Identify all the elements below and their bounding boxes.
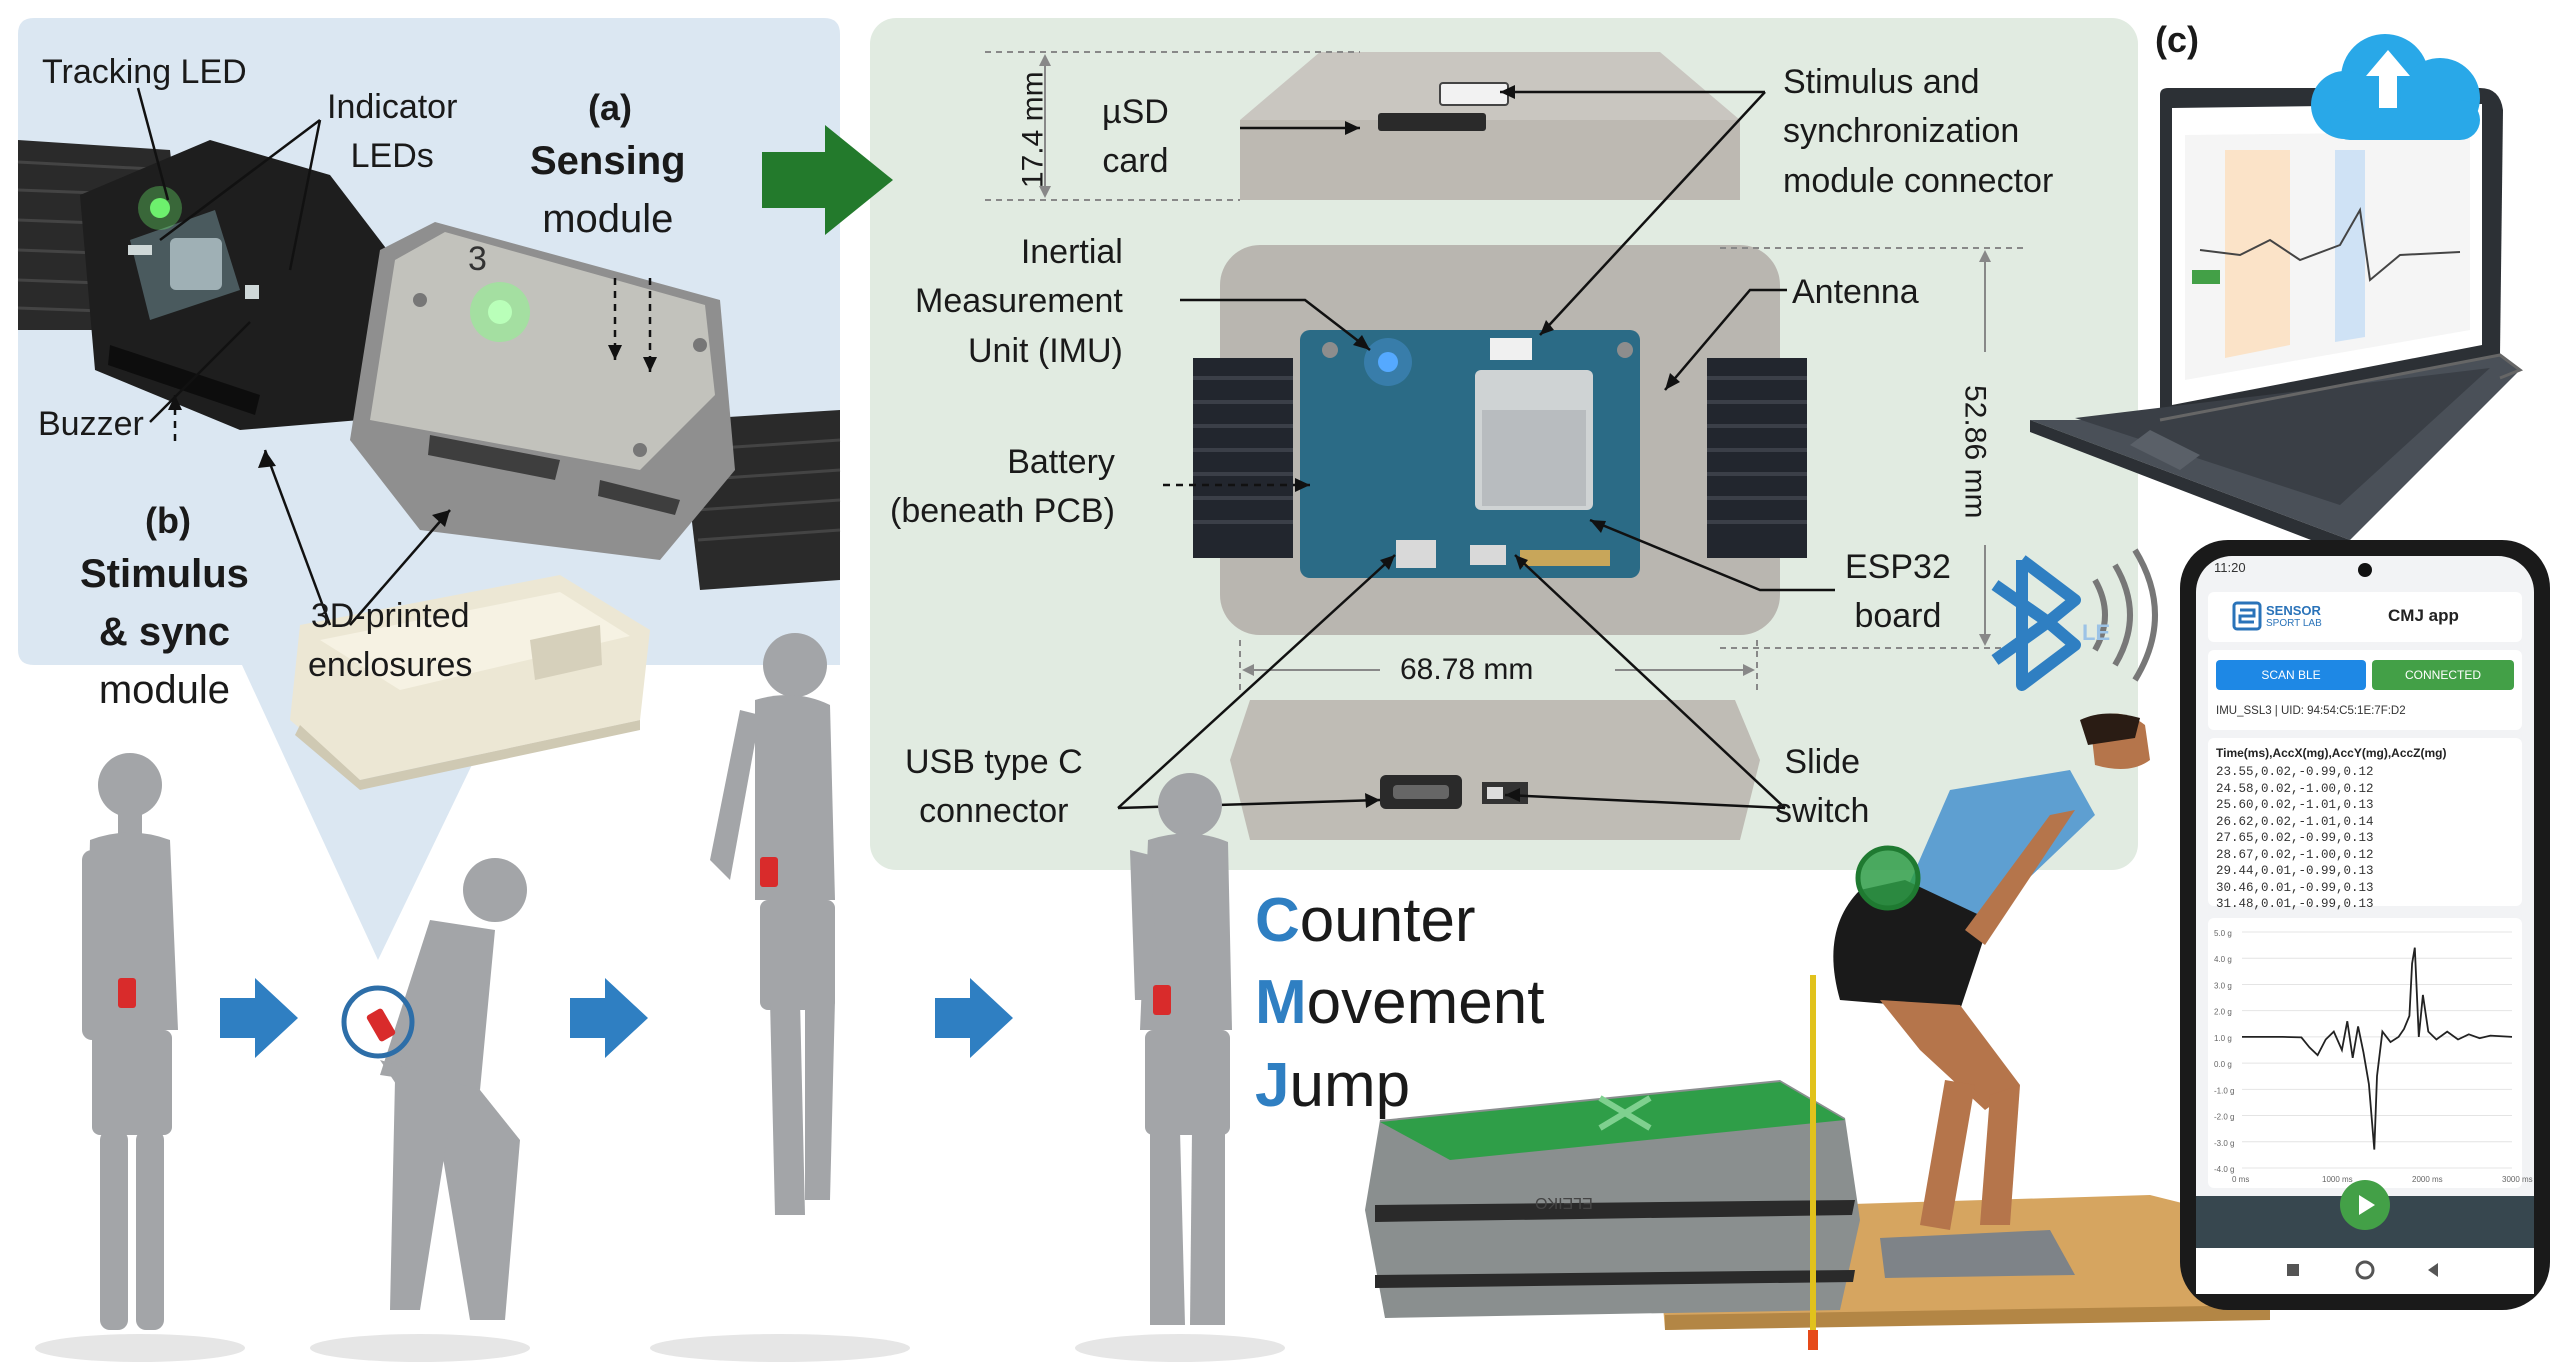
pcb-board-photo (1193, 245, 1807, 635)
figure-standing-1 (82, 753, 178, 1330)
figure-squat (380, 858, 527, 1320)
x-tick-label: 2000 ms (2412, 1175, 2443, 1184)
battery-label: Battery(beneath PCB) (890, 443, 1115, 531)
y-tick-label: -3.0 g (2214, 1139, 2234, 1148)
data-header: Time(ms),AccX(mg),AccY(mg),AccZ(mg) (2216, 746, 2447, 760)
data-row: 30.46,0.01,-0.99,0.13 (2216, 880, 2374, 895)
sensing-module-photo (350, 222, 735, 560)
mat-brand: ELEIKO (1535, 1194, 1593, 1211)
data-row: 28.67,0.02,-1.00,0.12 (2216, 847, 2374, 862)
phone-time: 11:20 (2214, 560, 2246, 575)
data-log: 23.55,0.02,-0.99,0.12 24.58,0.02,-1.00,0.… (2216, 764, 2374, 911)
y-tick-label: 1.0 g (2214, 1034, 2232, 1043)
data-row: 29.44,0.01,-0.99,0.13 (2216, 864, 2374, 878)
app-brand: SENSOR (2266, 603, 2321, 618)
sensor-marker (1153, 985, 1171, 1015)
bluetooth-le-badge: LE (2082, 620, 2111, 645)
height-dimension: 17.4 mm (1016, 71, 1050, 189)
arrow-right-icon (935, 978, 1013, 1058)
data-row: 26.62,0.02,-1.01,0.14 (2216, 814, 2374, 829)
y-tick-label: 5.0 g (2214, 929, 2232, 938)
acceleration-trace (2242, 947, 2513, 1150)
pcb-arrowheads (1295, 85, 1680, 808)
y-tick-label: 2.0 g (2214, 1008, 2232, 1017)
panel-c-id: (c) (2155, 19, 2199, 60)
athlete-sequence (35, 633, 1285, 1362)
tracking-led-label: Tracking LED (42, 53, 247, 91)
data-row: 25.60,0.02,-1.01,0.13 (2216, 798, 2374, 812)
sensor-highlight (1858, 848, 1918, 908)
y-tick-label: 3.0 g (2214, 981, 2232, 990)
cmj-line-counter: Counter (1255, 886, 1476, 955)
enclosure-photo (290, 575, 650, 790)
sensor-marker (366, 1008, 396, 1042)
length-dimension: 52.86 mm (1958, 385, 1992, 519)
device-info: IMU_SSL3 | UID: 94:54:C5:1E:7F:D2 (2216, 705, 2406, 717)
cmj-line-movement: Movement (1255, 968, 1545, 1038)
panel-a-id: (a) (588, 87, 632, 128)
y-tick-label: -4.0 g (2214, 1165, 2234, 1174)
laptop-illustration (2030, 88, 2524, 555)
panel-b-id: (b) (145, 500, 191, 541)
bottom-enclosure-photo (1230, 700, 1760, 840)
x-tick-label: 0 ms (2232, 1175, 2249, 1184)
y-tick-label: -2.0 g (2214, 1113, 2234, 1122)
stimulus-module-photo (80, 140, 395, 430)
data-row: 24.58,0.02,-1.00,0.12 (2216, 781, 2374, 796)
x-tick-label: 1000 ms (2322, 1175, 2353, 1184)
data-row: 31.48,0.01,-0.99,0.13 (2216, 897, 2374, 911)
connected-label[interactable]: CONNECTED (2404, 668, 2481, 682)
phone-chart: 5.0 g 4.0 g 3.0 g 2.0 g 1.0 g 0.0 g -1.0 g -2.0… (2214, 929, 2533, 1184)
data-row: 27.65,0.02,-0.99,0.13 (2216, 831, 2374, 845)
width-dimension: 68.78 mm (1400, 653, 1534, 686)
connected-button[interactable] (2372, 660, 2514, 690)
top-enclosure-photo (1240, 52, 1740, 200)
cmj-line-jump: Jump (1255, 1050, 1411, 1120)
arrow-right-icon (570, 978, 648, 1058)
dimension-arrowheads (1039, 54, 1991, 676)
antenna-label: Antenna (1792, 273, 1919, 311)
green-arrow-icon (762, 125, 893, 235)
jump-box-photo (1365, 975, 2270, 1350)
figure-jump (710, 633, 835, 1215)
cmj-title: Counter Movement Jump (1255, 880, 1544, 1127)
cloud-upload-icon (2311, 34, 2480, 140)
sequence-arrows (220, 978, 1013, 1058)
y-tick-label: 0.0 g (2214, 1060, 2232, 1069)
app-brand-sub: SPORT LAB (2266, 618, 2322, 629)
data-row: 23.55,0.02,-0.99,0.12 (2216, 765, 2374, 779)
phone-frame (2180, 540, 2550, 1310)
x-tick-label: 3000 ms (2502, 1175, 2533, 1184)
app-title: CMJ app (2388, 606, 2459, 625)
sensor-marker (760, 857, 778, 887)
y-tick-label: 4.0 g (2214, 955, 2232, 964)
figure-landing (1130, 773, 1232, 1325)
buzzer-label: Buzzer (38, 405, 144, 443)
bluetooth-icon (1991, 548, 2158, 691)
module-number: 3 (468, 240, 487, 278)
athlete-photo (1833, 713, 2150, 1230)
dimension-lines (985, 51, 2025, 690)
arrow-right-icon (220, 978, 298, 1058)
panel-a-arrowheads (168, 345, 657, 527)
scan-ble-button[interactable] (2216, 660, 2366, 690)
y-tick-label: -1.0 g (2214, 1086, 2234, 1095)
sensor-marker (118, 978, 136, 1008)
sensor-highlight-circle (341, 985, 415, 1059)
scan-ble-label[interactable]: SCAN BLE (2261, 668, 2321, 682)
